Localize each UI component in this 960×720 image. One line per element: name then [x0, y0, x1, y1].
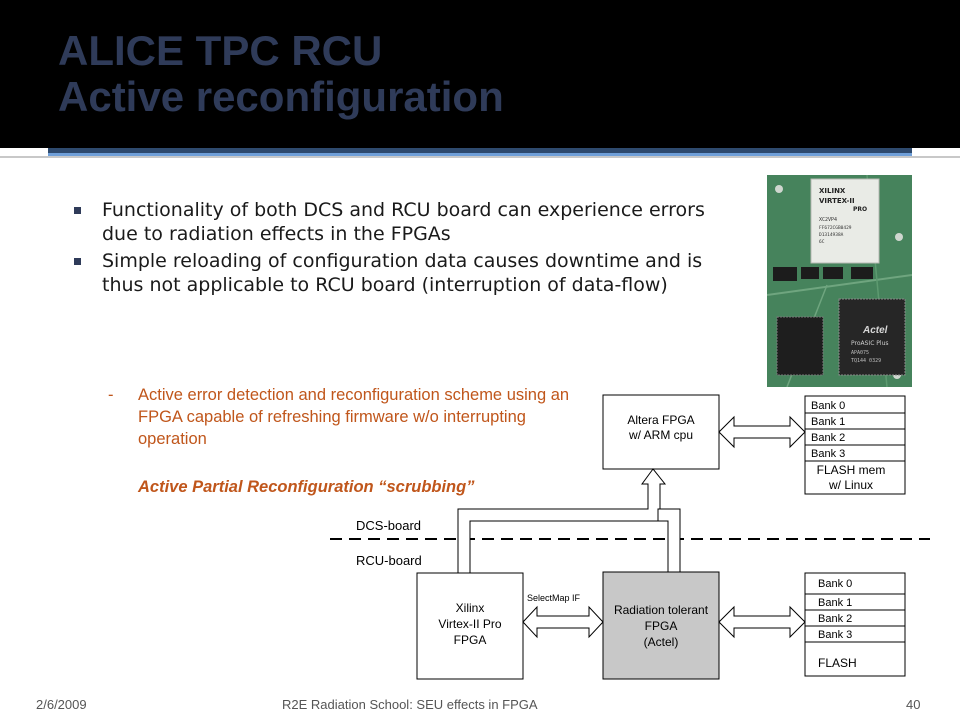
double-arrow-icon [718, 415, 806, 449]
dcs-board-label: DCS-board [356, 518, 421, 533]
config-bus-arrow [457, 468, 667, 574]
rcu-board-label: RCU-board [356, 553, 422, 568]
xilinx-chip-line: FF672CGB0429 [819, 225, 852, 231]
selectmap-label: SelectMap IF [527, 593, 581, 603]
footer-date: 2/6/2009 [36, 697, 87, 712]
actel-fpga-label: FPGA [645, 619, 678, 633]
bullet-text: Functionality of both DCS and RCU board … [102, 199, 705, 245]
xilinx-fpga-label: Virtex-II Pro [438, 617, 501, 631]
xilinx-fpga-label: Xilinx [456, 601, 485, 615]
selectmap-double-arrow-icon [522, 605, 604, 639]
flash-bank-label: Bank 2 [811, 432, 845, 444]
flash-memory-bottom [804, 572, 906, 677]
sub-bullet: - Active error detection and reconfigura… [108, 384, 578, 450]
block-diagram: DCS-board RCU-board Altera FPGA w/ ARM c… [330, 394, 930, 680]
footer-page-number: 40 [906, 697, 921, 712]
flash-bank-label: Bank 3 [818, 629, 852, 641]
flash-bottom-caption: FLASH [818, 656, 857, 670]
flash-bank-label: Bank 0 [818, 578, 852, 590]
xilinx-chip-line: XC2VP4 [819, 217, 837, 223]
flash-bank-label: Bank 3 [811, 448, 845, 460]
title-bar [0, 0, 960, 148]
footer-title: R2E Radiation School: SEU effects in FPG… [282, 697, 538, 712]
actel-fpga-label: Radiation tolerant [614, 603, 709, 617]
xilinx-chip-line: PRO [853, 206, 867, 213]
config-bus-branch [657, 508, 681, 573]
rcu-board-photo: XILINX VIRTEX-II PRO XC2VP4 FF672CGB0429… [767, 175, 912, 387]
emphasis-text: Active Partial Reconfiguration “scrubbin… [138, 478, 475, 496]
slide-title-line-2: Active reconfiguration [58, 73, 504, 120]
flash-bank-label: Bank 2 [818, 613, 852, 625]
slide-title-line-1: ALICE TPC RCU [58, 27, 383, 74]
square-bullet-icon [74, 258, 81, 265]
flash-bank-label: Bank 1 [811, 416, 845, 428]
dash-marker: - [108, 386, 114, 404]
actel-chip-line: TQ144 0329 [851, 358, 881, 364]
flash-bank-label: Bank 0 [811, 400, 845, 412]
xilinx-chip-line: 6C [819, 239, 825, 245]
title-underline-light [48, 153, 912, 156]
double-arrow-icon [718, 605, 806, 639]
xilinx-fpga-label: FPGA [454, 633, 487, 647]
xilinx-fpga-box [416, 572, 524, 680]
bullet-text: Simple reloading of configuration data c… [102, 250, 703, 296]
slide-title: ALICE TPC RCU Active reconfiguration [58, 28, 504, 120]
sub-bullet-text: Active error detection and reconfigurati… [138, 386, 570, 448]
title-underline-dark [48, 148, 912, 153]
flash-top-caption: FLASH mem [817, 463, 886, 477]
actel-chip-line: ProASIC Plus [851, 340, 889, 347]
actel-fpga-box [602, 571, 720, 680]
xilinx-chip-line: VIRTEX-II [819, 197, 855, 205]
altera-fpga-label: w/ ARM cpu [628, 428, 693, 442]
flash-top-caption: w/ Linux [828, 478, 873, 492]
actel-fpga-label: (Actel) [644, 635, 679, 649]
title-underline-grey [0, 156, 960, 158]
bullet-list: Functionality of both DCS and RCU board … [72, 198, 712, 300]
actel-chip-logo: Actel [862, 325, 888, 336]
bullet-item: Simple reloading of configuration data c… [72, 249, 712, 297]
actel-chip-line: APA075 [851, 350, 869, 356]
altera-fpga-label: Altera FPGA [627, 413, 694, 427]
square-bullet-icon [74, 207, 81, 214]
xilinx-chip-logo: XILINX [819, 187, 846, 195]
xilinx-chip-line: D1314938A [819, 232, 844, 238]
altera-fpga-box [602, 394, 720, 470]
bullet-item: Functionality of both DCS and RCU board … [72, 198, 712, 246]
flash-bank-label: Bank 1 [818, 597, 852, 609]
